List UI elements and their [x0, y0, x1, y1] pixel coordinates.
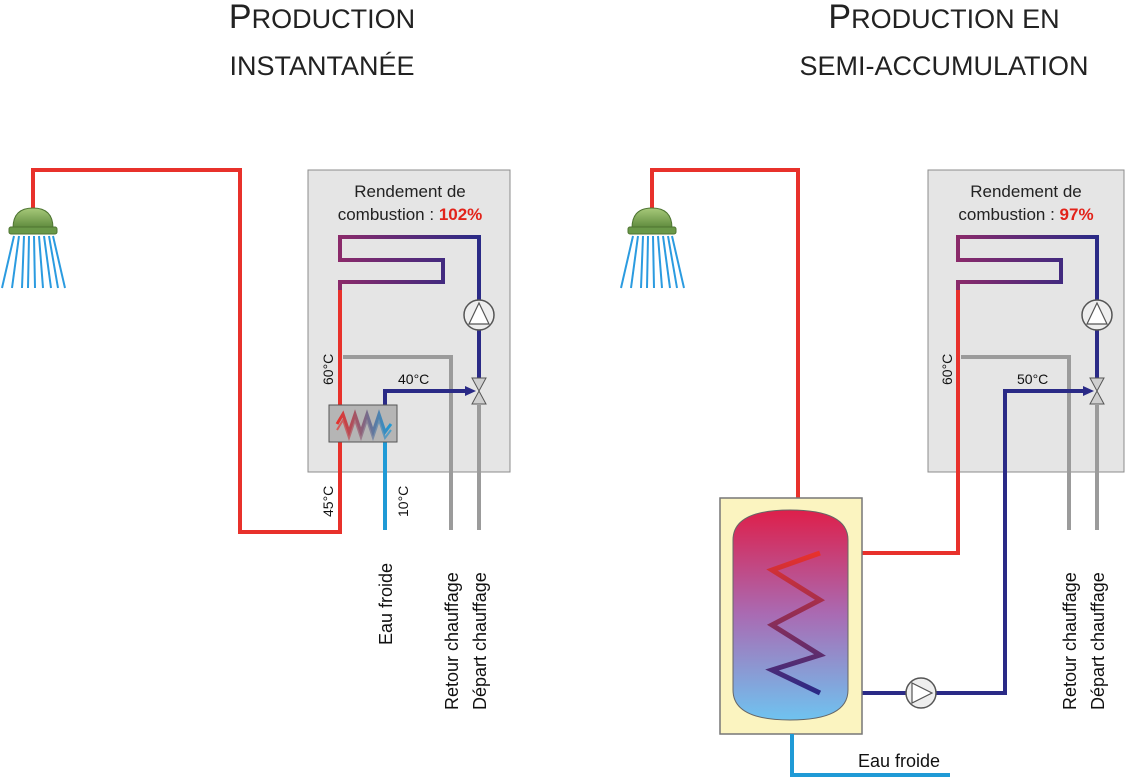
- right-boiler-loop: [956, 235, 1099, 300]
- left-temp-60: 60°C: [320, 354, 336, 385]
- left-title: PRODUCTION INSTANTANÉE: [229, 0, 415, 81]
- storage-tank-icon: [719, 497, 863, 735]
- right-title-cap: P: [828, 0, 851, 36]
- pump-icon: [905, 677, 937, 709]
- left-efficiency: 102%: [439, 205, 482, 224]
- shower-icon: [1, 207, 66, 289]
- left-boiler-loop: [338, 235, 481, 300]
- left-temp-45: 45°C: [320, 486, 336, 517]
- shower-icon: [620, 207, 685, 289]
- right-box-line1: Rendement de: [970, 182, 1082, 201]
- left-title-line2: INSTANTANÉE: [229, 51, 414, 81]
- left-box-line2: combustion : 102%: [338, 205, 483, 224]
- valve-icon: [465, 377, 487, 405]
- right-primary-hot-pipe: [820, 290, 960, 555]
- right-label-depart: Départ chauffage: [1088, 572, 1108, 710]
- valve-icon: [1083, 377, 1105, 405]
- left-label-return: Retour chauffage: [442, 572, 462, 710]
- right-title-rest: RODUCTION EN: [851, 4, 1060, 34]
- right-title-line2a: SEMI: [799, 51, 865, 81]
- left-title-rest: RODUCTION: [252, 4, 416, 34]
- right-hot-water-pipe: [650, 168, 800, 498]
- heat-exchanger-icon: [328, 404, 398, 443]
- pump-icon: [463, 299, 495, 331]
- right-primary-return-pipe: [936, 389, 1083, 695]
- right-cold-water-pipe: [790, 734, 950, 777]
- left-hot-water-pipe: [31, 168, 342, 534]
- svg-text:SEMI-ACCUMULATION: SEMI-ACCUMULATION: [799, 51, 1088, 81]
- left-return-heating-pipe: [343, 355, 453, 530]
- svg-text:PRODUCTION: PRODUCTION: [229, 0, 415, 36]
- right-title: PRODUCTION EN SEMI-ACCUMULATION: [799, 0, 1088, 81]
- left-label-depart: Départ chauffage: [470, 572, 490, 710]
- right-label-cold: Eau froide: [858, 751, 940, 771]
- left-label-cold: Eau froide: [376, 563, 396, 645]
- right-box-line2: combustion : 97%: [958, 205, 1093, 224]
- right-label-return: Retour chauffage: [1060, 572, 1080, 710]
- left-temp-10: 10°C: [395, 486, 411, 517]
- left-title-cap: P: [229, 0, 252, 36]
- pump-icon: [1081, 299, 1113, 331]
- right-title-line2b: -ACCUMULATION: [866, 51, 1089, 81]
- right-temp-60: 60°C: [939, 354, 955, 385]
- right-return-heating-pipe: [961, 355, 1071, 530]
- right-efficiency: 97%: [1060, 205, 1094, 224]
- left-box-line1: Rendement de: [354, 182, 466, 201]
- left-temp-40: 40°C: [398, 371, 429, 387]
- left-secondary-pipe: [383, 389, 465, 410]
- svg-text:PRODUCTION EN: PRODUCTION EN: [828, 0, 1059, 36]
- right-temp-50: 50°C: [1017, 371, 1048, 387]
